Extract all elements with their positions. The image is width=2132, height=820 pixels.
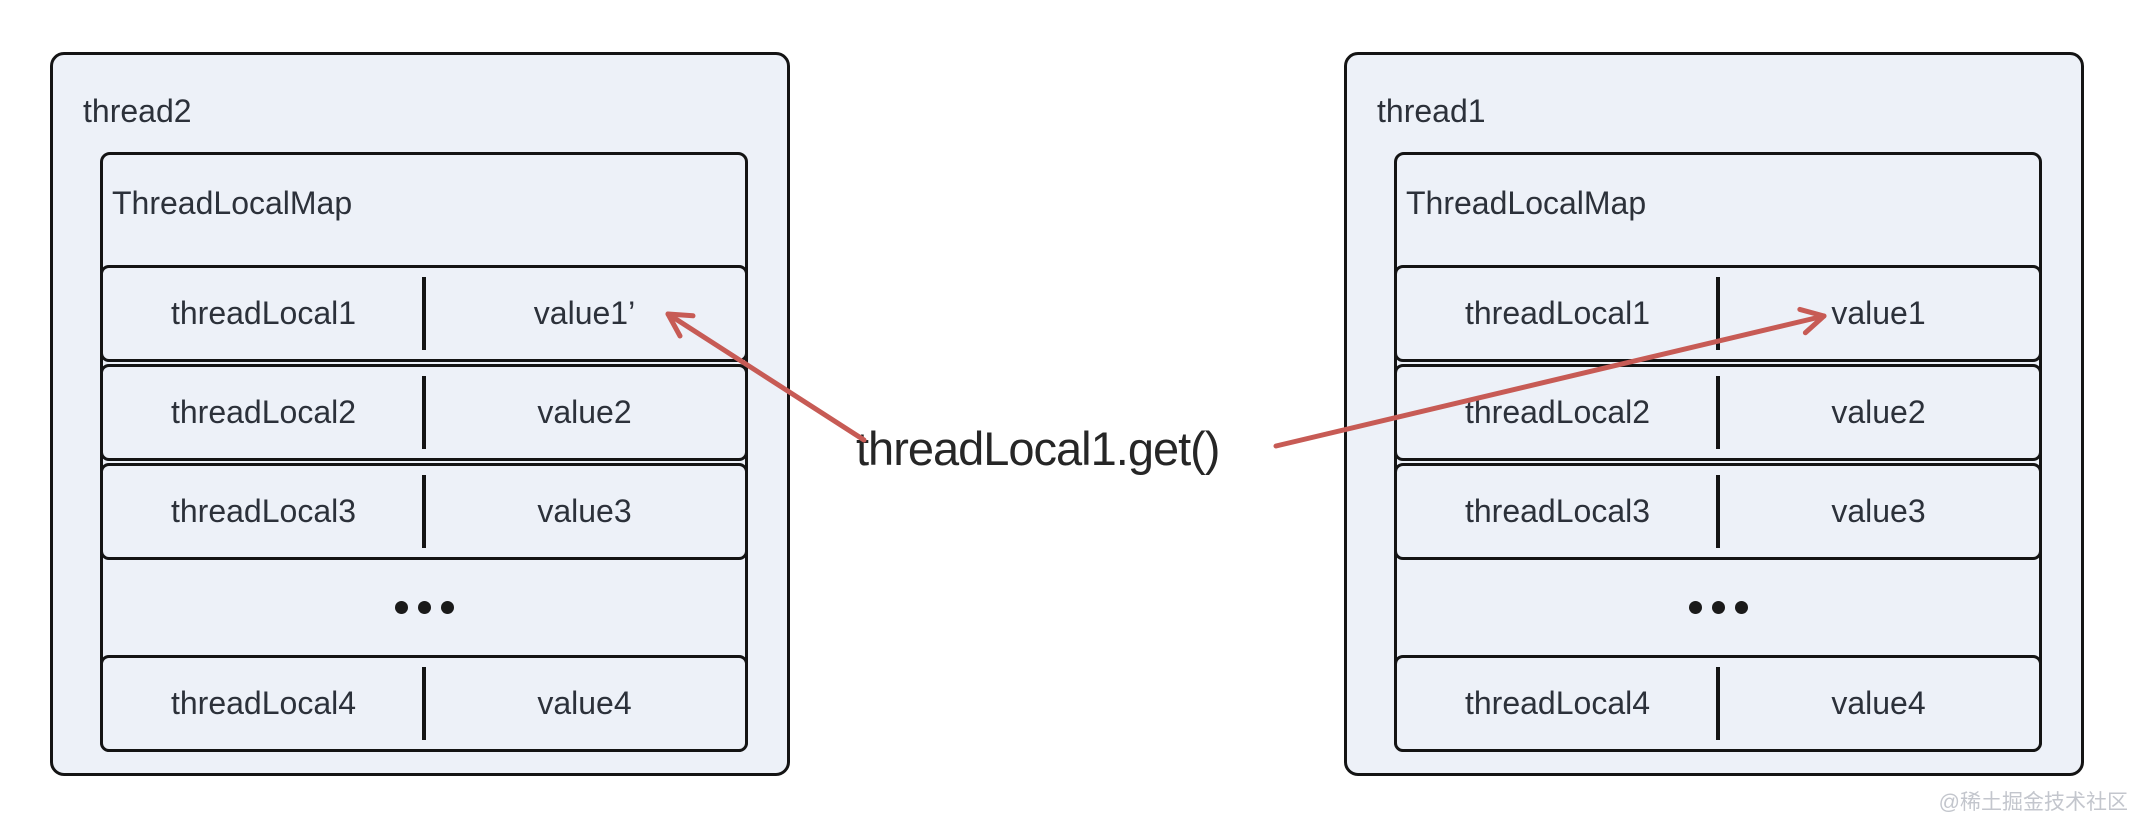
value-cell: value1’: [533, 295, 636, 331]
thread2-map-title: ThreadLocalMap: [112, 185, 353, 221]
value-cell: value4: [537, 685, 632, 721]
value-cell: value3: [537, 493, 632, 529]
thread2-title: thread2: [83, 93, 192, 129]
ellipsis-dot: [1734, 601, 1748, 614]
get-call-label: threadLocal1.get(): [856, 422, 1220, 475]
key-cell: threadLocal1: [1464, 295, 1651, 331]
row-divider: [422, 376, 426, 449]
thread1-row-threadlocal2: threadLocal2 value2: [1394, 364, 2042, 461]
ellipsis-dot: [440, 601, 454, 614]
thread1-row-threadlocal1: threadLocal1 value1: [1394, 265, 2042, 362]
key-cell: threadLocal4: [1464, 685, 1651, 721]
thread2-row-threadlocal1: threadLocal1 value1’: [100, 265, 748, 362]
ellipsis-dot: [417, 601, 431, 614]
key-cell: threadLocal3: [1464, 493, 1651, 529]
row-divider: [1716, 277, 1720, 350]
row-divider: [422, 277, 426, 350]
thread1-row-threadlocal4: threadLocal4 value4: [1394, 655, 2042, 752]
thread1-title: thread1: [1377, 93, 1486, 129]
value-cell: value1: [1831, 295, 1926, 331]
thread2-row-threadlocal4: threadLocal4 value4: [100, 655, 748, 752]
row-divider: [422, 475, 426, 548]
key-cell: threadLocal2: [170, 394, 357, 430]
value-cell: value2: [537, 394, 632, 430]
row-divider: [1716, 475, 1720, 548]
key-cell: threadLocal4: [170, 685, 357, 721]
thread1-map-title: ThreadLocalMap: [1406, 185, 1647, 221]
row-divider: [1716, 667, 1720, 740]
thread2-panel: thread2 ThreadLocalMap threadLocal1 valu…: [50, 52, 790, 776]
value-cell: value2: [1831, 394, 1926, 430]
key-cell: threadLocal2: [1464, 394, 1651, 430]
row-divider: [422, 667, 426, 740]
watermark: @稀土掘金技术社区: [1938, 791, 2128, 814]
thread1-ellipsis-row: [1394, 560, 2042, 655]
ellipsis-dot: [1711, 601, 1725, 614]
thread1-panel: thread1 ThreadLocalMap threadLocal1 valu…: [1344, 52, 2084, 776]
ellipsis-dot: [1688, 601, 1702, 614]
thread2-row-threadlocal2: threadLocal2 value2: [100, 364, 748, 461]
value-cell: value4: [1831, 685, 1926, 721]
ellipsis-dot: [394, 601, 408, 614]
row-divider: [1716, 376, 1720, 449]
thread2-ellipsis-row: [100, 560, 748, 655]
key-cell: threadLocal3: [170, 493, 357, 529]
key-cell: threadLocal1: [170, 295, 357, 331]
value-cell: value3: [1831, 493, 1926, 529]
thread1-row-threadlocal3: threadLocal3 value3: [1394, 463, 2042, 560]
thread2-row-threadlocal3: threadLocal3 value3: [100, 463, 748, 560]
